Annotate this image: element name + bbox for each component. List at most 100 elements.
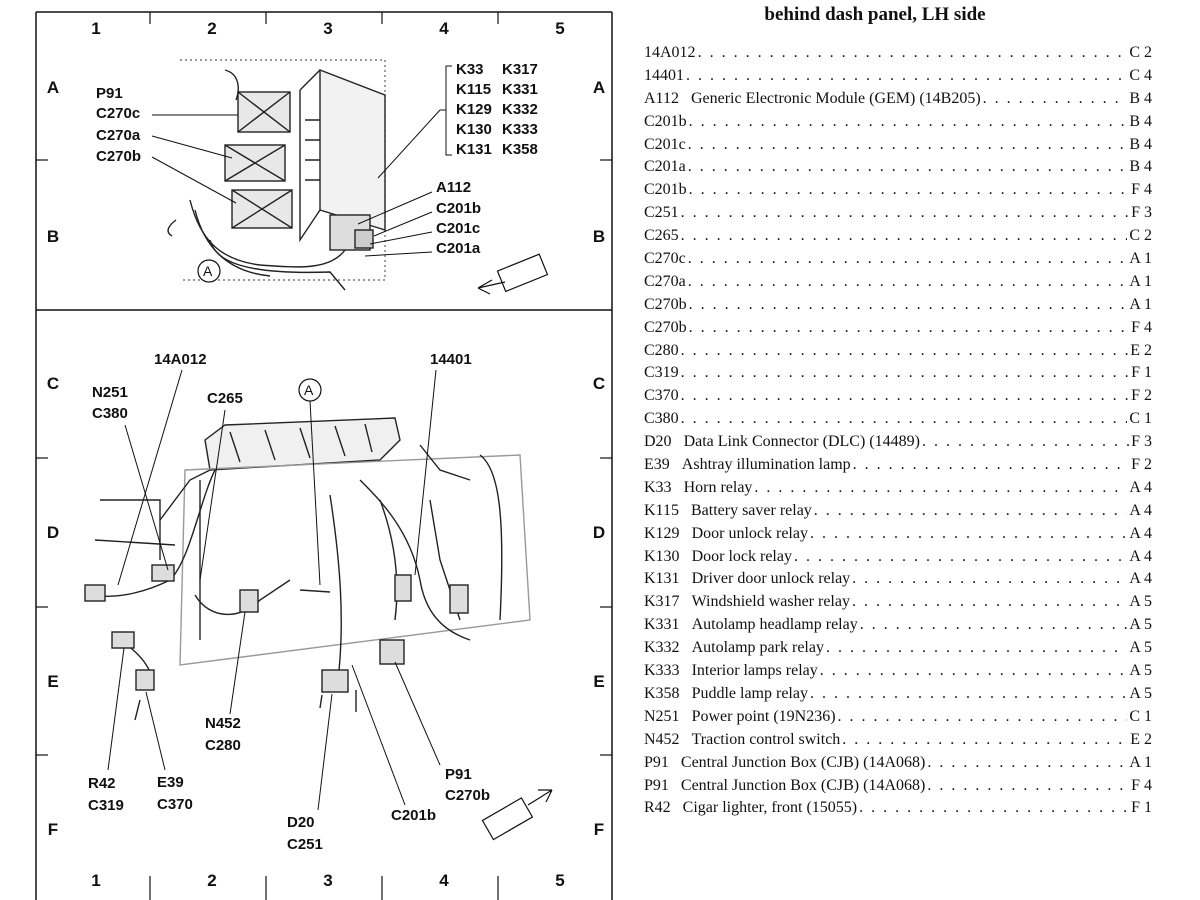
legend-code: 14A012	[644, 44, 696, 61]
grid-row-b-left: B	[46, 227, 60, 246]
legend-code: C265	[644, 227, 679, 245]
legend-grid-location: B 4	[1129, 135, 1152, 153]
legend-grid-location: C 1	[1129, 410, 1152, 428]
legend-description: Door unlock relay	[691, 524, 808, 542]
callout-c319: C319	[88, 797, 124, 814]
legend-grid-location: A 4	[1129, 478, 1152, 496]
legend-leader-dots	[698, 44, 1128, 62]
legend-grid-location: A 5	[1129, 662, 1152, 680]
legend-grid-location: A 4	[1129, 547, 1152, 565]
grid-row-d-right: D	[592, 523, 606, 542]
callout-c201c: C201c	[436, 220, 481, 237]
legend-row: K129 Door unlock relay A 4	[644, 525, 1152, 548]
callout-c370: C370	[157, 796, 193, 813]
legend-code: N251	[644, 707, 680, 725]
legend-grid-location: F 4	[1131, 776, 1152, 794]
bottom-leaders	[107, 369, 441, 811]
legend-leader-dots	[842, 731, 1128, 749]
legend-row: C201b B 4	[644, 113, 1152, 136]
legend-grid-location: A 4	[1129, 570, 1152, 588]
legend-code: C280	[644, 341, 679, 359]
legend-description: Horn relay	[683, 478, 753, 496]
legend-leader-dots	[810, 525, 1127, 543]
grid-row-d-left: D	[46, 523, 60, 542]
callout-k130: K130	[456, 121, 492, 138]
grid-col-2-top: 2	[207, 19, 217, 38]
legend-leader-dots	[814, 502, 1128, 520]
legend-code: K333	[644, 662, 680, 680]
legend-code: C201c	[644, 135, 686, 153]
callout-k331: K331	[502, 81, 538, 98]
legend-description: Ashtray illumination lamp	[681, 456, 851, 474]
callout-c270b-top: C270b	[96, 148, 142, 165]
legend-row: 14401C 4	[644, 67, 1152, 90]
legend-grid-location: F 1	[1131, 364, 1152, 382]
callout-d20: D20	[287, 814, 315, 831]
legend-code: E39	[644, 456, 670, 474]
legend-leader-dots	[688, 136, 1128, 154]
grid-col-1-bottom: 1	[91, 871, 101, 890]
legend-code: R42	[644, 799, 671, 817]
grid-row-f-right: F	[593, 820, 605, 839]
legend-grid-location: A 4	[1129, 501, 1152, 519]
legend-grid-location: A 4	[1129, 524, 1152, 542]
legend-grid-location: F 3	[1131, 204, 1152, 222]
legend-description: Data Link Connector (DLC) (14489)	[683, 433, 920, 451]
view-marker-label-top: A	[203, 263, 213, 279]
direction-arrow-icon	[477, 253, 549, 295]
legend-code: K115	[644, 501, 679, 519]
callout-k33: K33	[456, 61, 484, 78]
legend-code: C201b	[644, 112, 687, 130]
legend-grid-location: F 1	[1131, 799, 1152, 817]
legend-grid-location: B 4	[1129, 89, 1152, 107]
legend-row: C319 F 1	[644, 364, 1152, 387]
legend-grid-location: B 4	[1129, 158, 1152, 176]
callout-k333: K333	[502, 121, 538, 138]
legend-grid-location: A 5	[1129, 616, 1152, 634]
legend-row: C270cA 1	[644, 250, 1152, 273]
legend-code: K358	[644, 684, 680, 702]
legend-row: C270bA 1	[644, 296, 1152, 319]
top-view-drawing	[167, 59, 386, 291]
legend-leader-dots	[838, 708, 1128, 726]
callout-c251: C251	[287, 836, 323, 853]
callout-k129: K129	[456, 101, 492, 118]
legend-code: K332	[644, 639, 680, 657]
legend-row: C265C 2	[644, 227, 1152, 250]
legend-code: C380	[644, 410, 679, 428]
grid-col-2-bottom: 2	[207, 871, 217, 890]
callout-a112: A112	[436, 179, 472, 196]
legend-description: Autolamp headlamp relay	[691, 616, 858, 634]
legend-code: C201a	[644, 158, 686, 176]
view-marker-circle-bottom	[298, 378, 322, 402]
legend-leader-dots	[689, 319, 1129, 337]
legend-row: C370F 2	[644, 387, 1152, 410]
legend-grid-location: E 2	[1130, 730, 1152, 748]
callout-p91-top: P91	[96, 85, 123, 102]
legend-grid-location: F 4	[1131, 181, 1152, 199]
legend-code: A112	[644, 89, 679, 107]
view-marker-circle-top	[197, 259, 221, 283]
callout-k317: K317	[502, 61, 538, 78]
grid-row-a-right: A	[592, 78, 606, 97]
legend-leader-dots	[853, 456, 1129, 474]
callout-r42: R42	[88, 775, 116, 792]
legend-code: C319	[644, 364, 679, 382]
callout-p91-bottom: P91	[445, 766, 472, 783]
callout-c270a: C270a	[96, 127, 141, 144]
legend-leader-dots	[927, 777, 1129, 795]
legend-grid-location: F 4	[1131, 318, 1152, 336]
callout-14401: 14401	[430, 351, 472, 368]
legend-grid-location: B 4	[1129, 112, 1152, 130]
legend-code: K129	[644, 524, 680, 542]
callout-c201b-bottom: C201b	[391, 807, 437, 824]
legend-code: P91	[644, 753, 669, 771]
